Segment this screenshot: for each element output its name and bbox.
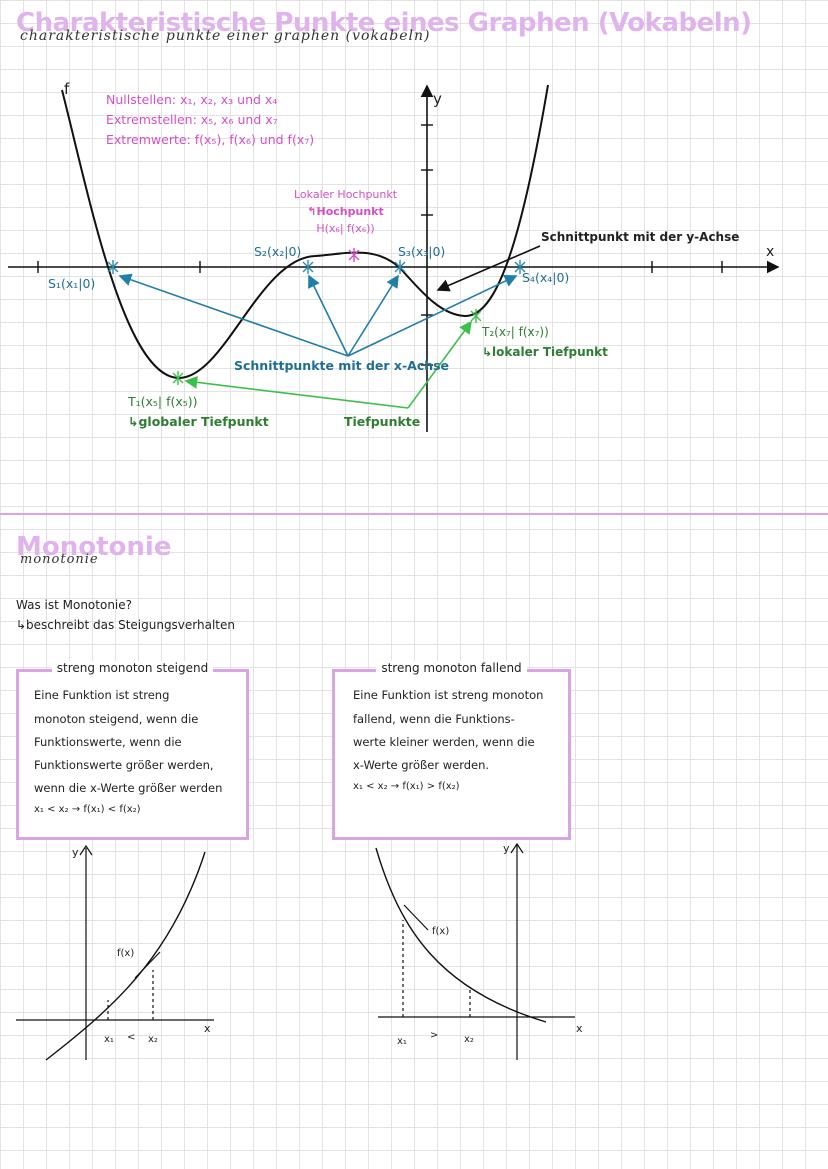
box-right-line-1: Eine Funktion ist streng monoton — [353, 688, 544, 702]
mini-graph-right — [375, 842, 575, 1060]
legend-block: Nullstellen: x₁, x₂, x₃ und x₄ Extremste… — [106, 90, 314, 150]
box-left-heading: streng monoton steigend — [19, 661, 246, 675]
schnitt-x-label: Schnittpunkte mit der x-Achse — [234, 358, 450, 373]
t1-line1: T₁(x₅| f(x₅)) — [128, 394, 198, 409]
t2-label: T₂(x₇| f(x₇)) ↳lokaler Tiefpunkt — [482, 322, 608, 362]
f-label: f — [64, 80, 70, 98]
mini-right-y-label: y — [503, 842, 510, 855]
function-curve — [61, 84, 549, 380]
t1-line2: ↳globaler Tiefpunkt — [128, 414, 269, 429]
mini-graph-left — [16, 844, 214, 1061]
blue-arrows — [118, 273, 518, 357]
box-right-heading: streng monoton fallend — [335, 661, 568, 675]
mini-right-gt: > — [430, 1030, 439, 1041]
t1-label: T₁(x₅| f(x₅)) ↳globaler Tiefpunkt — [128, 392, 269, 432]
box-right-line-2: fallend, wenn die Funktions- — [353, 712, 515, 726]
box-streng-fallend: streng monoton fallend Eine Funktion ist… — [332, 661, 571, 840]
mini-left-x2: x₂ — [148, 1034, 158, 1045]
box-left-line-2: monoton steigend, wenn die — [34, 712, 199, 726]
y-intercept-arrow — [436, 245, 541, 292]
page-title: Charakteristische Punkte eines Graphen (… — [16, 8, 752, 38]
mini-right-fx-label: f(x) — [432, 926, 450, 937]
mini-left-x-label: x — [204, 1022, 211, 1035]
monotonie-subtitle: monotonie — [20, 552, 99, 567]
legend-extremwerte: Extremwerte: f(x₅), f(x₆) und f(x₇) — [106, 132, 315, 147]
legend-extremstellen: Extremstellen: x₅, x₆ und x₇ — [106, 112, 278, 127]
box-right-heading-text: streng monoton fallend — [376, 661, 527, 675]
hochpunkt-line2: ↰Hochpunkt — [307, 205, 384, 218]
legend-nullstellen: Nullstellen: x₁, x₂, x₃ und x₄ — [106, 92, 278, 107]
box-left-heading-text: streng monoton steigend — [51, 661, 214, 675]
mini-left-fx-label: f(x) — [117, 948, 135, 959]
box-right-line-3: werte kleiner werden, wenn die — [353, 735, 535, 749]
green-arrows — [184, 320, 472, 409]
box-left-line-3: Funktionswerte, wenn die — [34, 735, 182, 749]
box-right-line-5: x₁ < x₂ → f(x₁) > f(x₂) — [353, 781, 460, 792]
mini-right-x2: x₂ — [464, 1034, 474, 1045]
x-axis-ticks — [37, 261, 723, 273]
s1-label: S₁(x₁|0) — [48, 276, 96, 291]
tiefpunkte-label: Tiefpunkte — [344, 414, 421, 429]
monotonie-title: Monotonie — [16, 532, 172, 562]
mini-right-x1: x₁ — [397, 1036, 407, 1047]
y-axis-ticks — [421, 124, 433, 366]
hochpunkt-label: Lokaler Hochpunkt ↰Hochpunkt H(x₆| f(x₆)… — [294, 186, 397, 237]
box-left-line-6: x₁ < x₂ → f(x₁) < f(x₂) — [34, 804, 141, 815]
s3-label: S₃(x₃|0) — [398, 244, 446, 259]
point-markers — [107, 260, 526, 274]
mini-left-y-label: y — [72, 846, 79, 859]
monotonie-question: Was ist Monotonie? — [16, 598, 133, 612]
hochpunkt-line1: Lokaler Hochpunkt — [294, 188, 398, 201]
box-left-line-4: Funktionswerte größer werden, — [34, 758, 214, 772]
y-axis-label: y — [433, 90, 442, 108]
schnitt-y-label: Schnittpunkt mit der y-Achse — [541, 230, 740, 244]
x-axis-label: x — [766, 244, 775, 260]
s2-label: S₂(x₂|0) — [254, 244, 302, 259]
box-left-line-1: Eine Funktion ist streng — [34, 688, 170, 702]
s4-label: S₄(x₄|0) — [522, 270, 570, 285]
box-right-line-4: x-Werte größer werden. — [353, 758, 490, 772]
mini-left-lt: < — [127, 1032, 136, 1043]
hochpunkt-line3: H(x₆| f(x₆)) — [316, 222, 375, 235]
mini-right-x-label: x — [576, 1022, 583, 1035]
mini-left-x1: x₁ — [104, 1034, 114, 1045]
box-streng-steigend: streng monoton steigend Eine Funktion is… — [16, 661, 249, 840]
monotonie-answer: ↳beschreibt das Steigungsverhalten — [16, 618, 235, 632]
t2-line2: ↳lokaler Tiefpunkt — [482, 345, 608, 359]
box-left-line-5: wenn die x-Werte größer werden — [34, 781, 223, 795]
t2-line1: T₂(x₇| f(x₇)) — [482, 325, 549, 339]
page-subtitle: charakteristische punkte einer graphen (… — [20, 28, 431, 44]
